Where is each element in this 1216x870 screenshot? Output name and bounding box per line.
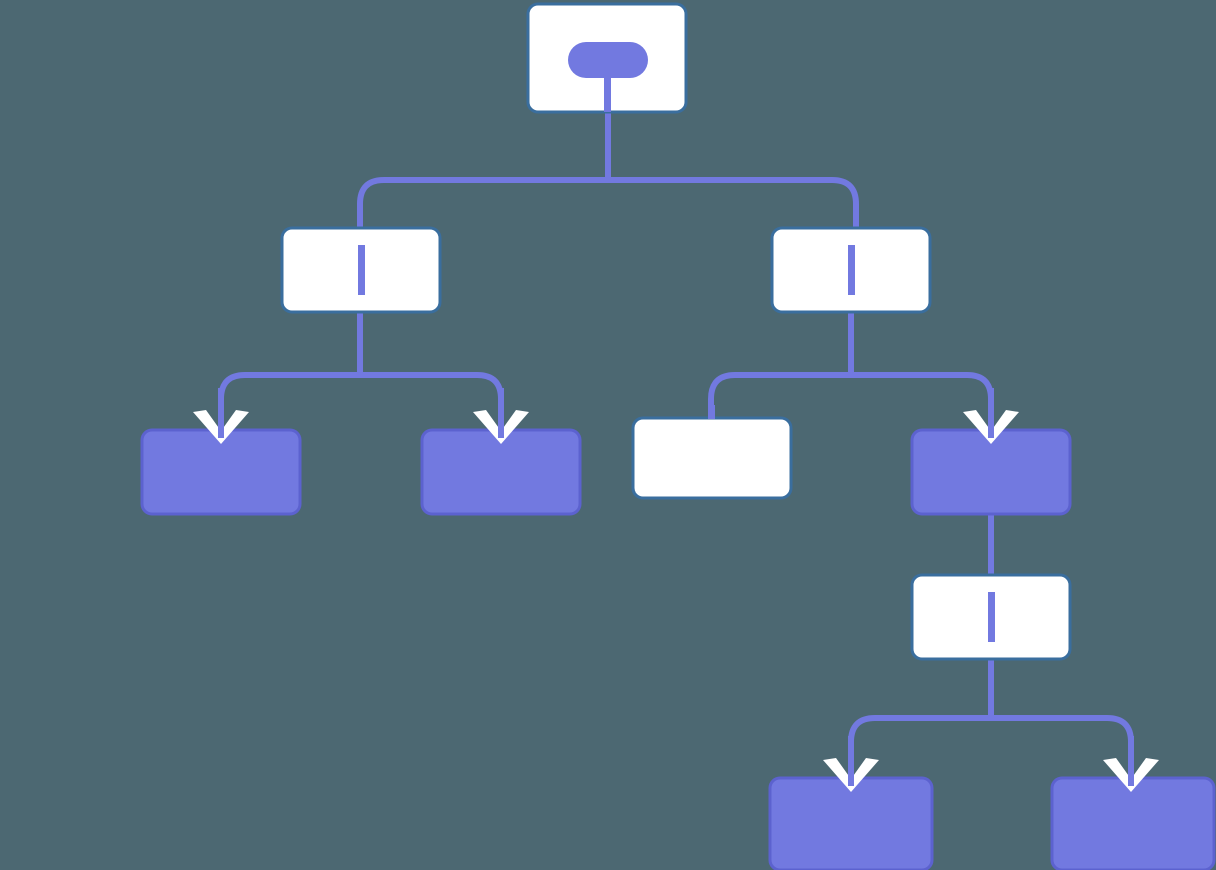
arrowhead-level2-leaf-b bbox=[473, 410, 529, 444]
edge-layer-under bbox=[218, 112, 1134, 788]
level3-white-node-pass-through-line bbox=[988, 592, 995, 642]
level2-white-node-shape[interactable] bbox=[631, 416, 793, 500]
arrowhead-level4-leaf-a bbox=[823, 758, 879, 792]
level2-white-node-incoming-stub bbox=[708, 405, 715, 419]
root-node[interactable] bbox=[526, 2, 688, 114]
node-layer bbox=[140, 2, 1216, 870]
level1-right-node-pass-through-line bbox=[848, 245, 855, 295]
arrowhead-level2-branch-line-overlay bbox=[988, 388, 994, 438]
level2-white-node[interactable] bbox=[631, 405, 793, 500]
edge-layer-over bbox=[218, 388, 1134, 786]
level1-right-node[interactable] bbox=[770, 226, 932, 314]
level4-leaf-b-node-shape[interactable] bbox=[1050, 776, 1216, 870]
arrowhead-level4-leaf-b bbox=[1103, 758, 1159, 792]
arrowhead-layer bbox=[193, 410, 1159, 792]
arrowhead-level2-branch bbox=[963, 410, 1019, 444]
level3-white-node[interactable] bbox=[910, 573, 1072, 661]
edge-root-to-level1 bbox=[357, 112, 859, 228]
arrowhead-level4-leaf-a-line-overlay bbox=[848, 736, 854, 786]
arrowhead-level4-leaf-b-line-overlay bbox=[1128, 736, 1134, 786]
level1-left-node[interactable] bbox=[280, 226, 442, 314]
arrowhead-level2-leaf-a bbox=[193, 410, 249, 444]
level4-leaf-b-node[interactable] bbox=[1050, 776, 1216, 870]
level1-left-node-pass-through-line bbox=[358, 245, 365, 295]
root-node-connector-stub bbox=[604, 60, 611, 112]
arrowhead-level2-leaf-b-line-overlay bbox=[498, 388, 504, 438]
arrowhead-level2-leaf-a-line-overlay bbox=[218, 388, 224, 438]
